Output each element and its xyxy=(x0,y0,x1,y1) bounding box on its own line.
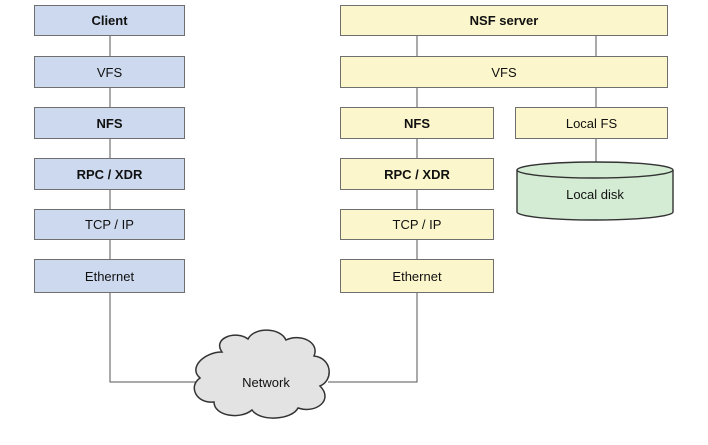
client-ethernet-box: Ethernet xyxy=(34,259,185,293)
server-ethernet-box: Ethernet xyxy=(340,259,494,293)
server-title: NSF server xyxy=(469,13,539,28)
client-vfs-box: VFS xyxy=(34,56,185,88)
server-rpc-xdr-label: RPC / XDR xyxy=(384,166,450,182)
server-tcp-ip-label: TCP / IP xyxy=(392,217,442,232)
server-nfs-label: NFS xyxy=(404,115,430,131)
server-local-fs-box: Local FS xyxy=(515,107,668,139)
client-title: Client xyxy=(91,13,128,28)
client-tcp-ip-box: TCP / IP xyxy=(34,209,185,240)
server-title-box: NSF server xyxy=(340,5,668,36)
local-disk-label: Local disk xyxy=(566,186,624,202)
client-ethernet-label: Ethernet xyxy=(84,268,135,284)
client-tcp-ip-label: TCP / IP xyxy=(85,217,134,232)
network-cloud xyxy=(193,329,330,419)
client-nfs-box: NFS xyxy=(34,107,185,139)
connector-lines xyxy=(109,36,597,383)
client-vfs-label: VFS xyxy=(96,64,123,80)
local-disk-cylinder xyxy=(516,161,674,221)
client-title-box: Client xyxy=(34,5,185,36)
client-rpc-xdr-box: RPC / XDR xyxy=(34,158,185,190)
server-nfs-box: NFS xyxy=(340,107,494,139)
server-rpc-xdr-box: RPC / XDR xyxy=(340,158,494,190)
server-ethernet-label: Ethernet xyxy=(392,268,442,284)
server-vfs-label: VFS xyxy=(491,64,517,80)
network-label: Network xyxy=(242,374,290,390)
client-rpc-xdr-label: RPC / XDR xyxy=(76,166,143,182)
client-nfs-label: NFS xyxy=(96,115,123,131)
server-vfs-box: VFS xyxy=(340,56,668,88)
server-tcp-ip-box: TCP / IP xyxy=(340,209,494,240)
server-local-fs-label: Local FS xyxy=(565,115,618,131)
